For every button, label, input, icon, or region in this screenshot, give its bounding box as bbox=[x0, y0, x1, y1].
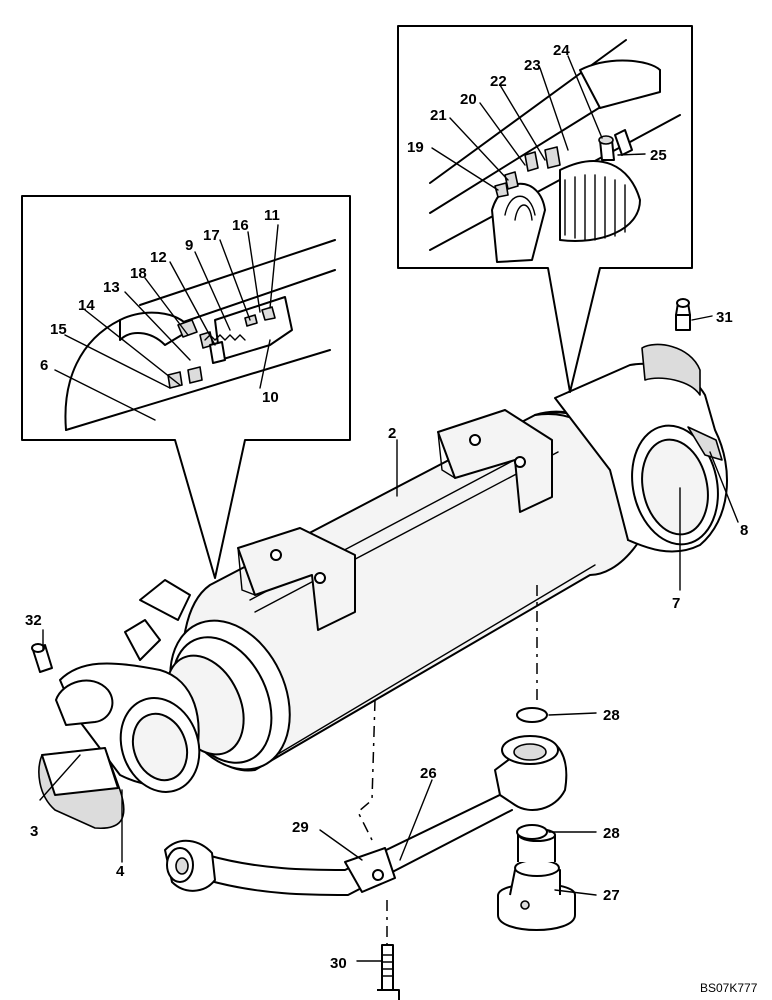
label-part-18: 18 bbox=[130, 265, 147, 282]
label-part-21: 21 bbox=[430, 107, 447, 124]
label-part-28-upper: 28 bbox=[603, 707, 620, 724]
pipe-assembly bbox=[164, 735, 568, 896]
label-part-27: 27 bbox=[603, 887, 620, 904]
adapter-fitting bbox=[497, 828, 576, 931]
centerline-bolt bbox=[357, 699, 376, 841]
label-part-30: 30 bbox=[330, 955, 347, 972]
detail-box-rod-seal bbox=[21, 195, 351, 579]
label-part-29: 29 bbox=[292, 819, 309, 836]
label-part-19: 19 bbox=[407, 139, 424, 156]
grease-fitting-32 bbox=[31, 643, 53, 673]
label-part-15: 15 bbox=[50, 321, 67, 338]
label-part-26: 26 bbox=[420, 765, 437, 782]
label-part-7: 7 bbox=[672, 595, 680, 612]
label-part-22: 22 bbox=[490, 73, 507, 90]
label-part-11: 11 bbox=[264, 207, 280, 224]
label-part-13: 13 bbox=[103, 279, 120, 296]
grease-fitting-31 bbox=[675, 298, 691, 331]
label-part-10: 10 bbox=[262, 389, 279, 406]
rod-end-eye bbox=[38, 662, 201, 830]
label-part-3: 3 bbox=[30, 823, 38, 840]
leader-lines bbox=[39, 315, 739, 962]
front-head bbox=[124, 579, 291, 771]
part-labels: 2 3 4 6 7 8 9 10 11 12 13 14 15 16 17 18… bbox=[25, 42, 748, 972]
front-bracket bbox=[237, 527, 356, 631]
bolt bbox=[377, 944, 400, 1000]
rear-clevis bbox=[554, 343, 728, 553]
o-ring-upper bbox=[516, 707, 548, 723]
label-part-31: 31 bbox=[716, 309, 733, 326]
label-part-4: 4 bbox=[116, 863, 125, 880]
label-part-2: 2 bbox=[388, 425, 396, 442]
label-part-32: 32 bbox=[25, 612, 42, 629]
label-part-25: 25 bbox=[650, 147, 667, 164]
label-part-17: 17 bbox=[203, 227, 220, 244]
detail-box-piston-seal bbox=[397, 25, 693, 393]
label-part-8: 8 bbox=[740, 522, 748, 539]
label-part-16: 16 bbox=[232, 217, 249, 234]
label-part-23: 23 bbox=[524, 57, 541, 74]
label-part-24: 24 bbox=[553, 42, 570, 59]
label-part-28-lower: 28 bbox=[603, 825, 620, 842]
label-part-20: 20 bbox=[460, 91, 477, 108]
drawing-code: BS07K777 bbox=[700, 981, 758, 995]
label-part-14: 14 bbox=[78, 297, 95, 314]
label-part-9: 9 bbox=[185, 237, 193, 254]
label-part-12: 12 bbox=[150, 249, 167, 266]
o-ring-lower bbox=[516, 824, 548, 840]
rear-bracket bbox=[437, 409, 553, 513]
label-part-6: 6 bbox=[40, 357, 48, 374]
